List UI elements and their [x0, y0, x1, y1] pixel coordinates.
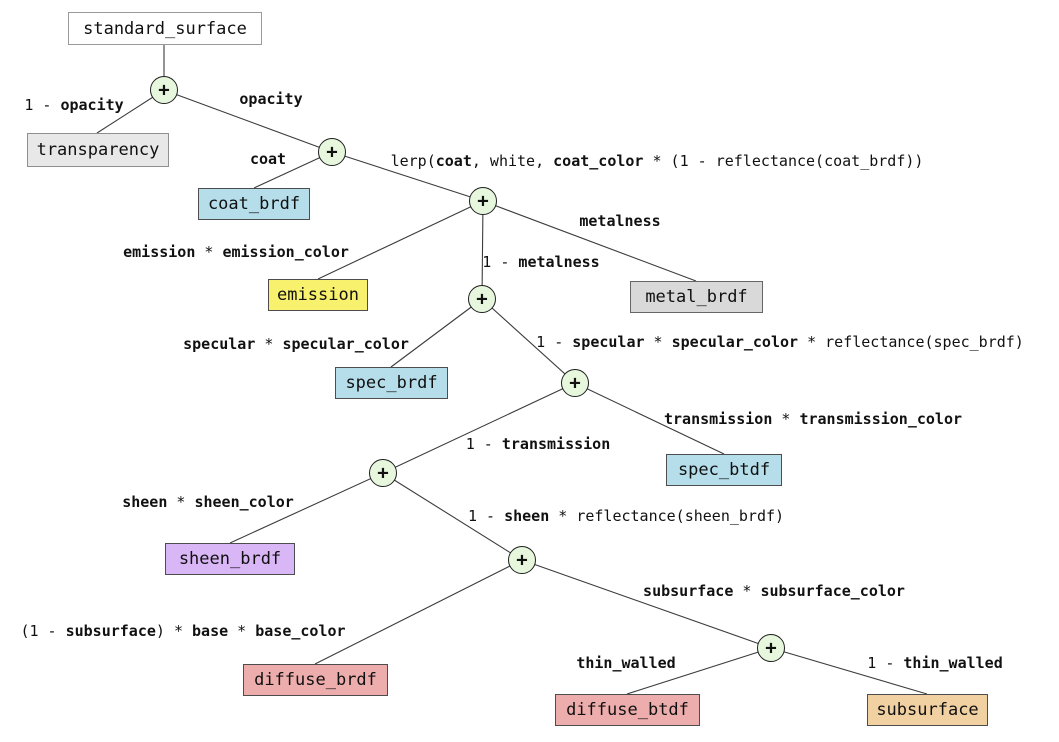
edge-transmission-sheen	[382, 382, 576, 474]
add-node-thin-walled: +	[757, 634, 785, 662]
add-node-sheen: +	[369, 459, 397, 487]
add-node-opacity: +	[150, 76, 178, 104]
box-sheen-brdf: sheen_brdf	[165, 543, 295, 575]
add-node-transmission: +	[561, 369, 589, 397]
edge-label-transmission: transmission * transmission_color	[663, 410, 963, 428]
edge-transmission-specbtdf	[574, 382, 725, 455]
edge-coat-metalness	[331, 151, 484, 202]
edge-label-thin-walled: thin_walled	[576, 654, 676, 672]
edge-label-sheen: sheen * sheen_color	[122, 493, 294, 511]
edge-subsurface-diffusebrdf	[314, 559, 523, 665]
edge-opacity-coat	[163, 89, 333, 153]
edge-label-subsurface: subsurface * subsurface_color	[643, 582, 905, 600]
box-coat-brdf: coat_brdf	[198, 188, 310, 220]
add-node-metalness: +	[469, 187, 497, 215]
edge-sheen-sheenbrdf	[229, 472, 384, 544]
edge-label-coat: coat	[249, 150, 287, 168]
edge-thinwalled-diffusebtdf	[626, 647, 772, 695]
edge-specular-specbrdf	[390, 298, 483, 368]
add-node-coat: +	[318, 138, 346, 166]
edge-label-emission: emission * emission_color	[123, 243, 349, 261]
box-transparency: transparency	[27, 133, 169, 167]
edge-label-metalness-inv: 1 - metalness	[482, 253, 600, 271]
box-emission: emission	[268, 279, 368, 311]
edge-metalness-emission	[317, 200, 484, 280]
edge-label-base: (1 - subsurface) * base * base_color	[20, 622, 346, 640]
box-diffuse-brdf: diffuse_brdf	[243, 664, 388, 696]
edge-label-metalness: metalness	[579, 212, 661, 230]
box-standard-surface: standard_surface	[68, 12, 262, 45]
box-spec-btdf: spec_btdf	[666, 454, 782, 486]
edge-metalness-specular	[481, 200, 484, 300]
edge-label-opacity-inv: 1 - opacity	[24, 96, 124, 114]
edge-metalness-metalbrdf	[482, 200, 697, 282]
edge-label-coat-lerp: lerp(coat, white, coat_color * (1 - refl…	[390, 152, 924, 170]
edge-label-sheen-inv: 1 - sheen * reflectance(sheen_brdf)	[467, 507, 785, 525]
edge-label-transmission-inv: 1 - transmission	[465, 435, 611, 453]
edge-thinwalled-subsurfacebox	[770, 647, 928, 695]
edge-specular-transmission	[481, 298, 576, 384]
box-diffuse-btdf: diffuse_btdf	[555, 694, 700, 726]
box-subsurface: subsurface	[867, 694, 988, 726]
edge-sheen-subsurface	[382, 472, 523, 561]
edge-label-thin-walled-inv: 1 - thin_walled	[867, 654, 1003, 672]
add-node-subsurface: +	[508, 546, 536, 574]
box-metal-brdf: metal_brdf	[630, 281, 763, 313]
add-node-specular: +	[468, 285, 496, 313]
edge-label-specular-inv: 1 - specular * specular_color * reflecta…	[536, 333, 1024, 351]
edge-label-specular: specular * specular_color	[183, 335, 409, 353]
edge-subsurface-thinwalled	[521, 559, 772, 649]
edge-label-opacity: opacity	[239, 90, 303, 108]
box-spec-brdf: spec_brdf	[335, 367, 448, 399]
